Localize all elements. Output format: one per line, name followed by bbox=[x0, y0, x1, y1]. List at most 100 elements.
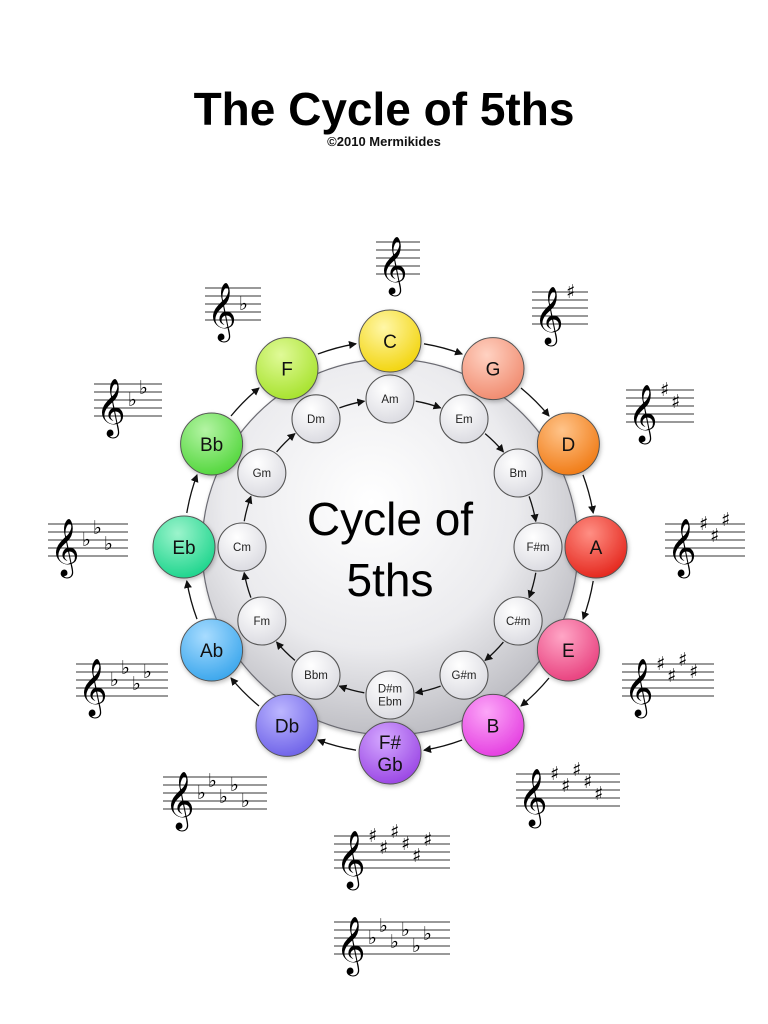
minor-key-circle bbox=[237, 596, 287, 646]
sharp-icon: ♯ bbox=[412, 845, 421, 867]
key-signature-d: 𝄞♯♯ bbox=[626, 379, 694, 445]
copyright-notice: ©2010 Mermikides bbox=[327, 134, 441, 149]
sharp-icon: ♯ bbox=[566, 281, 575, 303]
minor-key-label: C#m bbox=[506, 616, 530, 628]
center-title-line-1: Cycle of bbox=[307, 493, 473, 545]
minor-key-circle bbox=[291, 650, 341, 700]
flat-icon: ♭ bbox=[379, 915, 388, 937]
minor-arrow-icon bbox=[414, 685, 441, 696]
minor-key-cm: Cm bbox=[217, 522, 267, 572]
major-arrow-icon bbox=[186, 473, 199, 514]
minor-arrow-icon bbox=[338, 684, 365, 694]
flat-icon: ♭ bbox=[401, 919, 410, 941]
major-arrow-icon bbox=[423, 739, 463, 753]
flat-icon: ♭ bbox=[412, 935, 421, 957]
sharp-icon: ♯ bbox=[710, 525, 719, 547]
major-key-f-sharpgb: F#Gb bbox=[358, 721, 422, 785]
major-arrow-icon bbox=[316, 738, 357, 751]
minor-arrow-icon bbox=[484, 641, 504, 662]
minor-key-label: Bbm bbox=[304, 670, 328, 682]
major-key-label: F# bbox=[379, 733, 402, 754]
treble-clef-icon: 𝄞 bbox=[165, 771, 195, 832]
major-key-g: G bbox=[461, 337, 525, 401]
major-key-a: A bbox=[564, 515, 628, 579]
sharp-icon: ♯ bbox=[401, 833, 410, 855]
minor-key-dm: Dm bbox=[291, 394, 341, 444]
major-arrow-icon bbox=[184, 580, 198, 620]
key-signature-f-sharp: 𝄞♯♯♯♯♯♯ bbox=[334, 821, 450, 891]
major-key-circle bbox=[358, 721, 422, 785]
major-key-circle bbox=[180, 412, 244, 476]
sharp-icon: ♯ bbox=[572, 759, 581, 781]
treble-clef-icon: 𝄞 bbox=[207, 282, 237, 343]
flat-icon: ♭ bbox=[121, 657, 130, 679]
treble-clef-icon: 𝄞 bbox=[336, 830, 366, 891]
flat-icon: ♭ bbox=[132, 673, 141, 695]
sharp-icon: ♯ bbox=[678, 649, 687, 671]
minor-key-label: Cm bbox=[233, 542, 251, 554]
minor-key-f-sharpm: F#m bbox=[513, 522, 563, 572]
minor-key-circle bbox=[439, 394, 489, 444]
flat-icon: ♭ bbox=[197, 782, 206, 804]
major-key-label: C bbox=[383, 332, 397, 353]
major-key-circle bbox=[564, 515, 628, 579]
flat-icon: ♭ bbox=[423, 923, 432, 945]
major-key-circle bbox=[536, 412, 600, 476]
flat-icon: ♭ bbox=[93, 517, 102, 539]
minor-arrow-icon bbox=[243, 495, 253, 522]
flat-icon: ♭ bbox=[110, 669, 119, 691]
minor-arrow-icon bbox=[527, 572, 537, 599]
minor-key-label: Fm bbox=[254, 616, 271, 628]
minor-key-label: G#m bbox=[452, 670, 477, 682]
sharp-icon: ♯ bbox=[379, 837, 388, 859]
major-key-label: G bbox=[486, 360, 501, 381]
sharp-icon: ♯ bbox=[583, 771, 592, 793]
key-signature-eb: 𝄞♭♭♭ bbox=[48, 517, 128, 579]
flat-icon: ♭ bbox=[241, 790, 250, 812]
major-key-circle bbox=[152, 515, 216, 579]
key-signature-g: 𝄞♯ bbox=[532, 281, 588, 347]
major-key-label: Db bbox=[275, 716, 299, 737]
flat-icon: ♭ bbox=[219, 786, 228, 808]
major-key-label: B bbox=[487, 716, 500, 737]
sharp-icon: ♯ bbox=[423, 829, 432, 851]
major-key-circle bbox=[180, 618, 244, 682]
minor-key-bm: Bm bbox=[493, 448, 543, 498]
sharp-icon: ♯ bbox=[368, 825, 377, 847]
major-arrow-icon bbox=[520, 677, 550, 707]
treble-clef-icon: 𝄞 bbox=[624, 658, 654, 719]
sharp-icon: ♯ bbox=[594, 783, 603, 805]
key-signature-c: 𝄞 bbox=[376, 236, 420, 297]
major-key-circle bbox=[255, 693, 319, 757]
treble-clef-icon: 𝄞 bbox=[518, 768, 548, 829]
sharp-icon: ♯ bbox=[660, 379, 669, 401]
major-key-circle bbox=[461, 693, 525, 757]
minor-key-label: Em bbox=[455, 414, 472, 426]
minor-arrow-icon bbox=[241, 571, 252, 598]
major-key-eb: Eb bbox=[152, 515, 216, 579]
sharp-icon: ♯ bbox=[671, 391, 680, 413]
key-signature-ab: 𝄞♭♭♭♭ bbox=[76, 657, 168, 719]
major-key-b: B bbox=[461, 693, 525, 757]
major-key-f: F bbox=[255, 337, 319, 401]
treble-clef-icon: 𝄞 bbox=[50, 518, 80, 579]
major-key-label: E bbox=[562, 641, 575, 662]
minor-key-circle bbox=[365, 374, 415, 424]
minor-arrow-icon bbox=[528, 496, 539, 523]
major-arrow-icon bbox=[317, 341, 357, 355]
minor-key-label: Dm bbox=[307, 414, 325, 426]
flat-icon: ♭ bbox=[139, 377, 148, 399]
major-key-circle bbox=[461, 337, 525, 401]
flat-icon: ♭ bbox=[390, 931, 399, 953]
minor-key-circle bbox=[513, 522, 563, 572]
minor-key-arrows bbox=[241, 398, 539, 696]
key-signature-e: 𝄞♯♯♯♯ bbox=[622, 649, 714, 719]
major-arrow-icon bbox=[582, 474, 596, 514]
sharp-icon: ♯ bbox=[721, 509, 730, 531]
major-arrow-icon bbox=[581, 580, 594, 621]
minor-key-circle bbox=[493, 596, 543, 646]
minor-key-circle bbox=[493, 448, 543, 498]
